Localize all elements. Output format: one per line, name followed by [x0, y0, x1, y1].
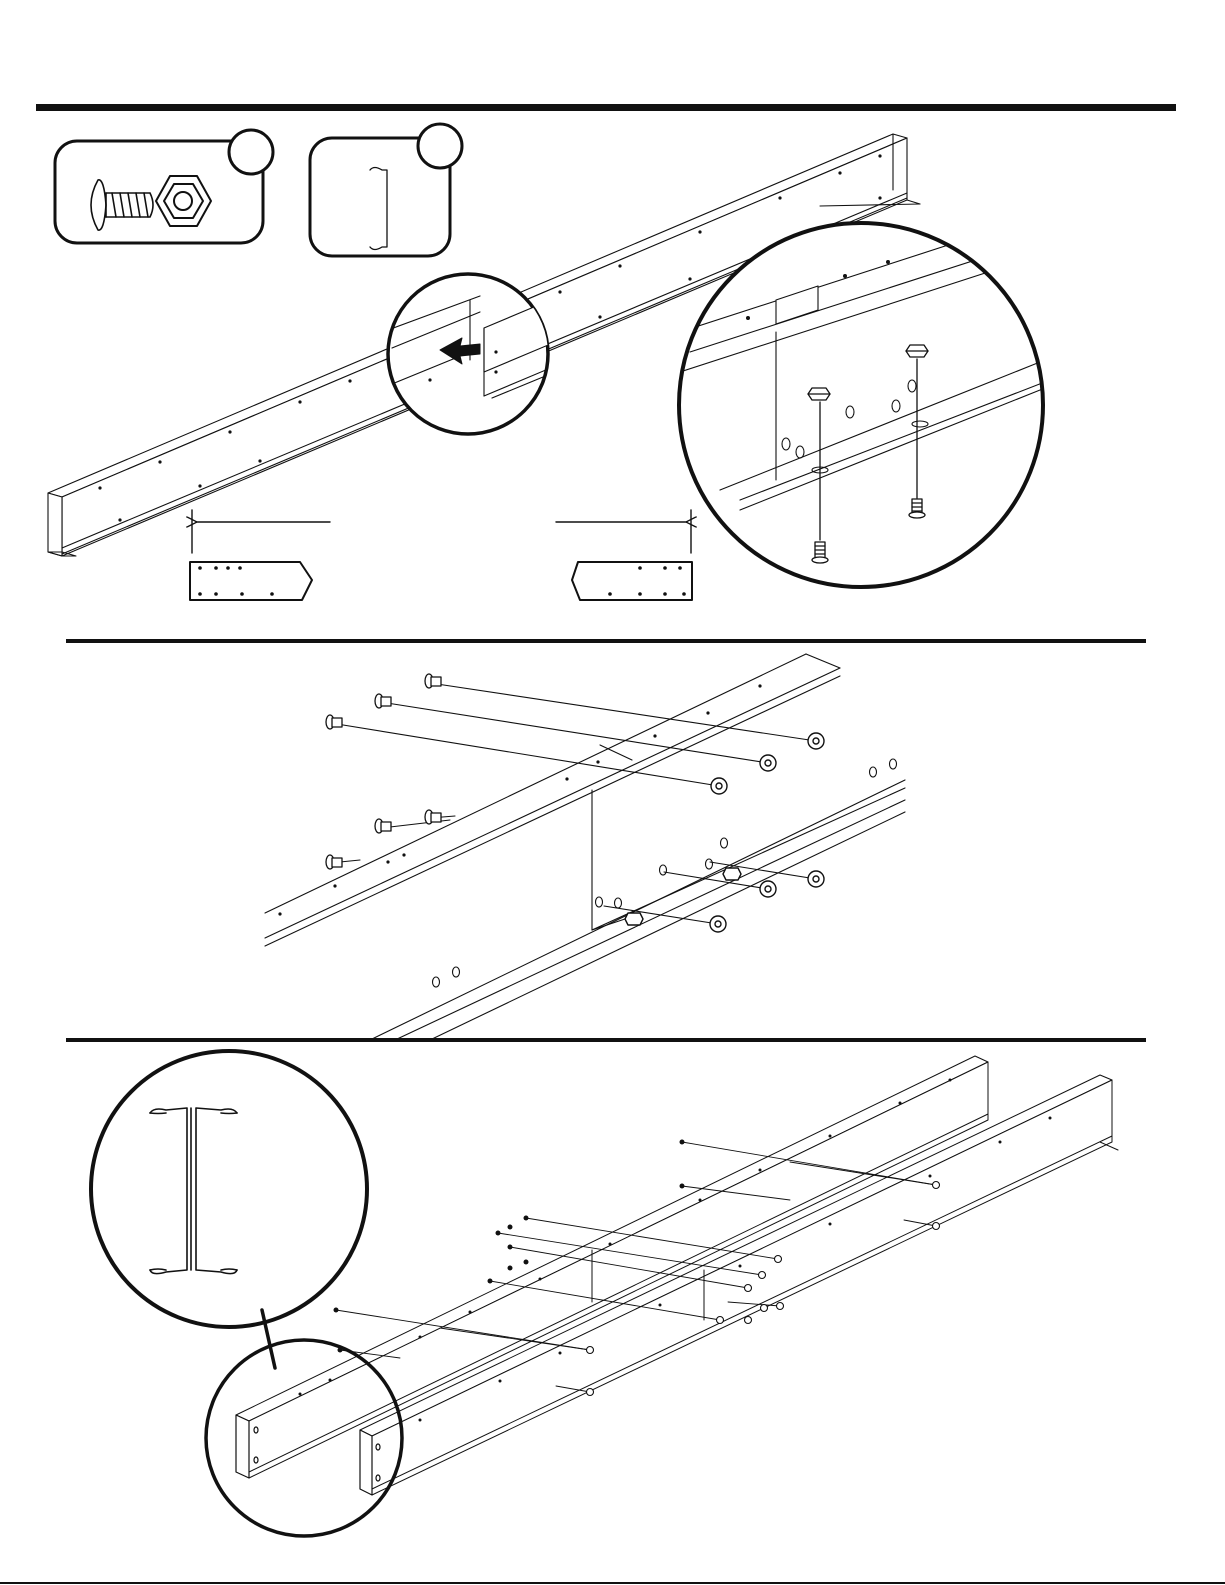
section-divider — [66, 639, 1146, 643]
bolt-and-nut-part — [55, 130, 273, 243]
part-badge — [229, 130, 273, 174]
hex-nut-icon — [156, 176, 211, 226]
bolt-insertion-lines — [337, 684, 816, 924]
brace-part — [310, 124, 462, 256]
step-3-section — [91, 1051, 1118, 1536]
top-divider — [36, 104, 1176, 111]
part-badge — [418, 124, 462, 168]
span-dimension-left — [190, 510, 330, 600]
screw-icon — [326, 674, 441, 869]
step-2-section — [265, 654, 905, 1040]
screw-icon — [91, 180, 153, 230]
brace-detail-magnifier — [91, 1051, 367, 1327]
step-1-section — [48, 124, 1050, 600]
section-divider — [66, 1038, 1146, 1042]
brace-icon — [370, 168, 387, 250]
span-dimension-right — [556, 510, 692, 600]
